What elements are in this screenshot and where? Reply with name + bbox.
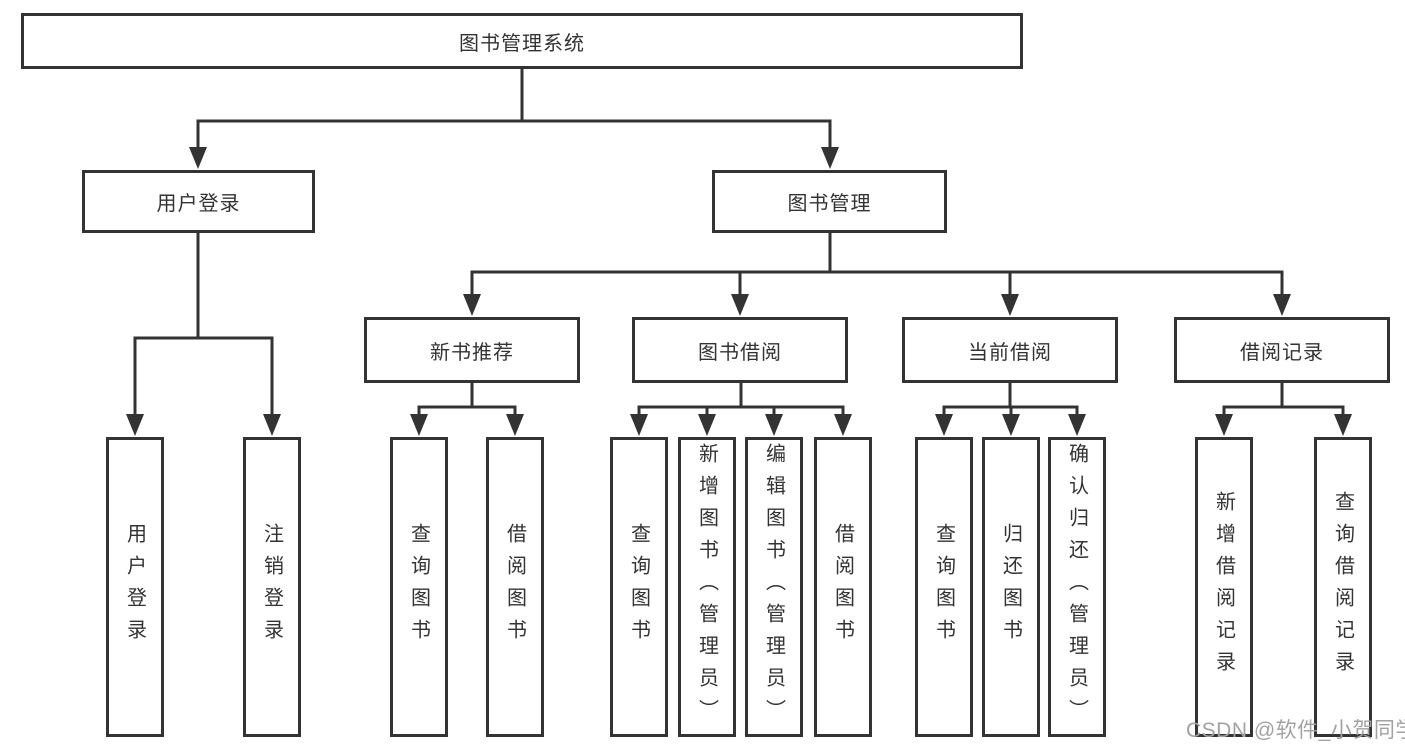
- node-borrow-record: 借阅记录: [1174, 317, 1390, 383]
- node-user-login: 用户登录: [82, 170, 315, 233]
- connector-arrowheads: [126, 147, 1352, 436]
- node-user-login-label: 用户登录: [156, 193, 241, 215]
- leaf-add-book-admin-label: 新增图书（管理员）: [695, 443, 718, 731]
- leaf-borrow-book-1: 借阅图书: [486, 437, 544, 737]
- leaf-add-book-admin: 新增图书（管理员）: [678, 437, 736, 737]
- node-root: 图书管理系统: [21, 13, 1023, 69]
- csdn-watermark: CSDN @软件_小贺同学: [1186, 719, 1405, 742]
- leaf-return-book: 归还图书: [982, 437, 1040, 737]
- leaf-user-login-label: 用户登录: [123, 523, 146, 651]
- node-current-borrow-label: 当前借阅: [968, 341, 1052, 364]
- leaf-user-login: 用户登录: [106, 437, 164, 737]
- leaf-confirm-return-admin: 确认归还（管理员）: [1048, 437, 1106, 737]
- leaf-query-book-3: 查询图书: [915, 437, 973, 737]
- node-borrow-record-label: 借阅记录: [1240, 341, 1324, 364]
- leaf-logout-label: 注销登录: [260, 523, 283, 651]
- leaf-add-borrow-record: 新增借阅记录: [1195, 437, 1253, 737]
- leaf-edit-book-admin-label: 编辑图书（管理员）: [762, 443, 785, 731]
- leaf-return-book-label: 归还图书: [999, 523, 1022, 651]
- leaf-edit-book-admin: 编辑图书（管理员）: [745, 437, 803, 737]
- node-book-borrow-label: 图书借阅: [698, 341, 782, 364]
- leaf-borrow-book-2-label: 借阅图书: [831, 523, 854, 651]
- node-current-borrow: 当前借阅: [902, 317, 1118, 383]
- connector-lines: [133, 69, 1345, 418]
- node-new-book-recommend-label: 新书推荐: [430, 341, 514, 364]
- leaf-query-book-3-label: 查询图书: [932, 523, 955, 651]
- leaf-borrow-book-1-label: 借阅图书: [503, 523, 526, 651]
- node-root-label: 图书管理系统: [459, 32, 585, 55]
- node-book-borrow: 图书借阅: [632, 317, 848, 383]
- leaf-confirm-return-admin-label: 确认归还（管理员）: [1065, 443, 1088, 731]
- leaf-query-book-2-label: 查询图书: [627, 523, 650, 651]
- leaf-query-book-1: 查询图书: [390, 437, 448, 737]
- leaf-query-book-2: 查询图书: [610, 437, 668, 737]
- leaf-borrow-book-2: 借阅图书: [814, 437, 872, 737]
- leaf-add-borrow-record-label: 新增借阅记录: [1212, 491, 1235, 683]
- node-book-management: 图书管理: [712, 170, 947, 233]
- leaf-query-borrow-record-label: 查询借阅记录: [1331, 491, 1354, 683]
- node-new-book-recommend: 新书推荐: [364, 317, 580, 383]
- node-book-management-label: 图书管理: [787, 193, 872, 215]
- leaf-query-borrow-record: 查询借阅记录: [1314, 437, 1372, 737]
- leaf-query-book-1-label: 查询图书: [407, 523, 430, 651]
- leaf-logout: 注销登录: [243, 437, 301, 737]
